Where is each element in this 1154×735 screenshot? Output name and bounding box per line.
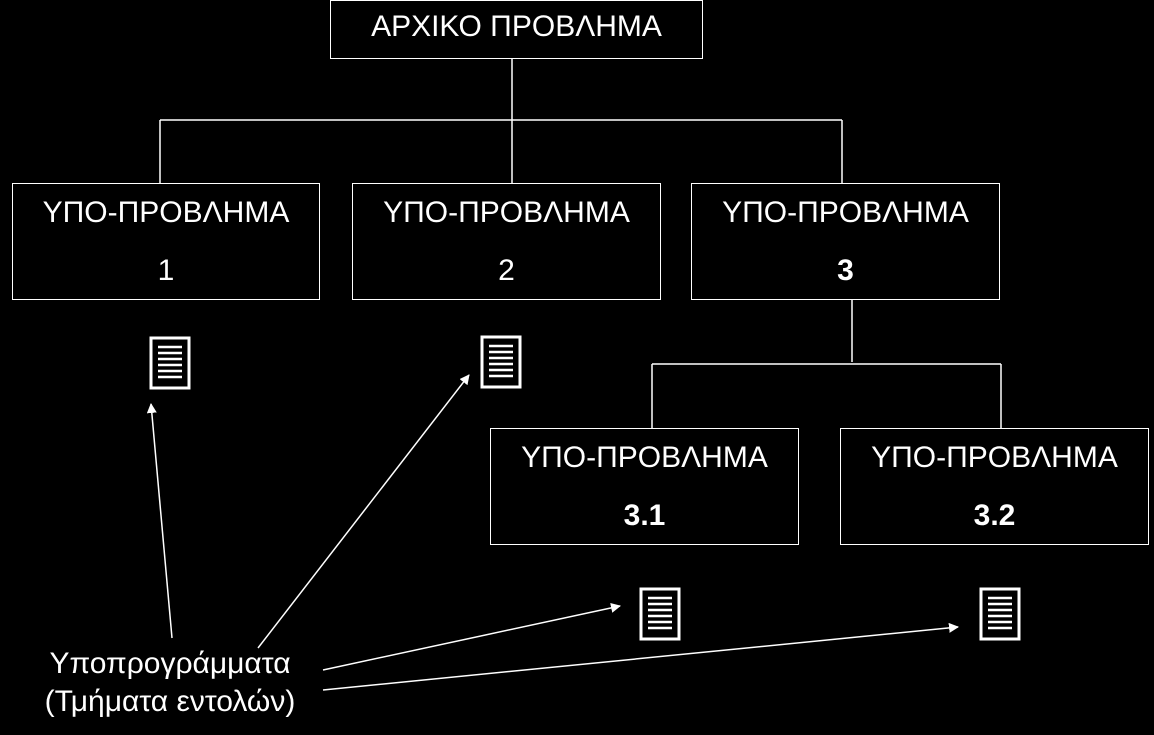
subproblem-label: ΥΠΟ-ΠΡΟΒΛΗΜΑ [521,441,768,474]
caption-line-1: Υποπρογράμματα [49,647,291,680]
subproblem-label: ΥΠΟ-ΠΡΟΒΛΗΜΑ [722,196,969,229]
subproblem-label: ΥΠΟ-ΠΡΟΒΛΗΜΑ [871,441,1118,474]
subproblem-number: 3.2 [973,499,1016,532]
caption-arrows [146,374,959,691]
caption-line-2: (Τμήματα εντολών) [44,685,296,718]
document-lines-icon [639,587,681,641]
arrow-to-sub2 [257,374,470,649]
subproblem-box-2: ΥΠΟ-ΠΡΟΒΛΗΜΑ 2 [352,183,661,300]
subproblem-number: 2 [498,254,515,287]
arrow-to-sub31 [322,603,621,671]
subproblem-label: ΥΠΟ-ΠΡΟΒΛΗΜΑ [383,196,630,229]
subproblem-label: ΥΠΟ-ΠΡΟΒΛΗΜΑ [42,196,290,229]
subproblem-box-3: ΥΠΟ-ΠΡΟΒΛΗΜΑ 3 [691,183,1000,300]
document-lines-icon [979,587,1021,641]
root-problem-label: ΑΡΧΙΚΟ ΠΡΟΒΛΗΜΑ [371,10,662,43]
subproblem-box-3-1: ΥΠΟ-ΠΡΟΒΛΗΜΑ 3.1 [490,428,799,545]
document-lines-icon [149,336,191,390]
arrow-to-sub1 [146,403,173,639]
subproblem-number: 1 [157,254,175,287]
subprograms-caption: Υποπρογράμματα (Τμήματα εντολών) [20,645,320,721]
subproblem-number: 3.1 [623,499,666,532]
subproblem-box-1: ΥΠΟ-ΠΡΟΒΛΗΜΑ 1 [12,183,320,300]
tree-connector-root [159,58,843,183]
arrow-to-sub32 [322,622,959,691]
subproblem-number: 3 [837,254,854,287]
subproblem-box-3-2: ΥΠΟ-ΠΡΟΒΛΗΜΑ 3.2 [840,428,1149,545]
document-lines-icon [480,335,522,389]
root-problem-box: ΑΡΧΙΚΟ ΠΡΟΒΛΗΜΑ [330,0,703,59]
tree-connector-sub3 [651,299,1002,428]
